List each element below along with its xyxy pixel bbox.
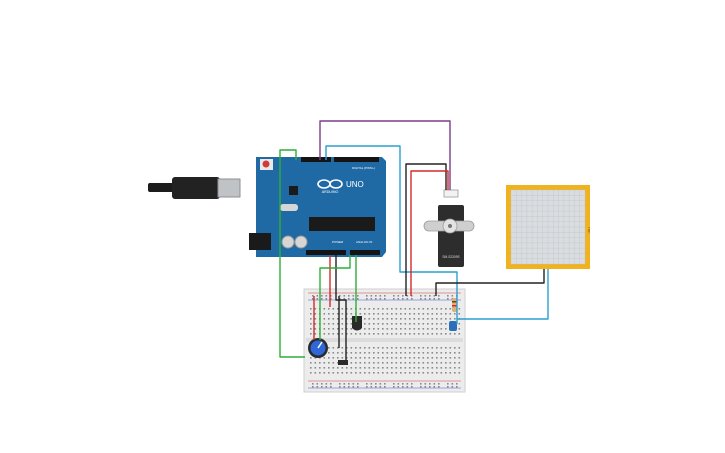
wire-purple [319, 120, 451, 190]
servo-motor[interactable]: SM-S2309S [423, 189, 475, 267]
analog-pins-label: ANALOG IN [356, 240, 372, 244]
arduino-uno-board[interactable]: ARDUINO UNO DIGITAL (PWM~) POWER ANALOG … [148, 157, 386, 257]
digital-pins-label: DIGITAL (PWM~) [352, 166, 375, 170]
servo-label: SM-S2309S [442, 255, 459, 259]
wire-black-servo [405, 163, 447, 296]
wire-green-left [279, 149, 305, 358]
temperature-sensor[interactable] [352, 316, 362, 331]
wire-red-servo [410, 170, 449, 296]
potentiometer[interactable] [308, 338, 328, 358]
wire-blue-display [457, 269, 549, 320]
arduino-model-text: UNO [346, 180, 364, 189]
wire-green-a0 [319, 255, 351, 340]
display-label: TMP [587, 227, 591, 233]
arduino-logo-icon [317, 179, 343, 189]
wire-black-display [435, 269, 545, 296]
breadboard[interactable] [303, 288, 466, 393]
power-pins-label: POWER [332, 240, 344, 244]
display-grid [510, 189, 586, 265]
wires [279, 120, 549, 360]
wire-blue-top [325, 145, 458, 324]
switch[interactable] [338, 360, 348, 365]
photo-sensor[interactable] [449, 321, 457, 331]
resistor[interactable] [452, 298, 457, 312]
wire-black-gnd [335, 255, 347, 360]
arduino-brand-text: ARDUINO [322, 190, 339, 194]
temperature-display[interactable]: TMP [506, 185, 591, 269]
